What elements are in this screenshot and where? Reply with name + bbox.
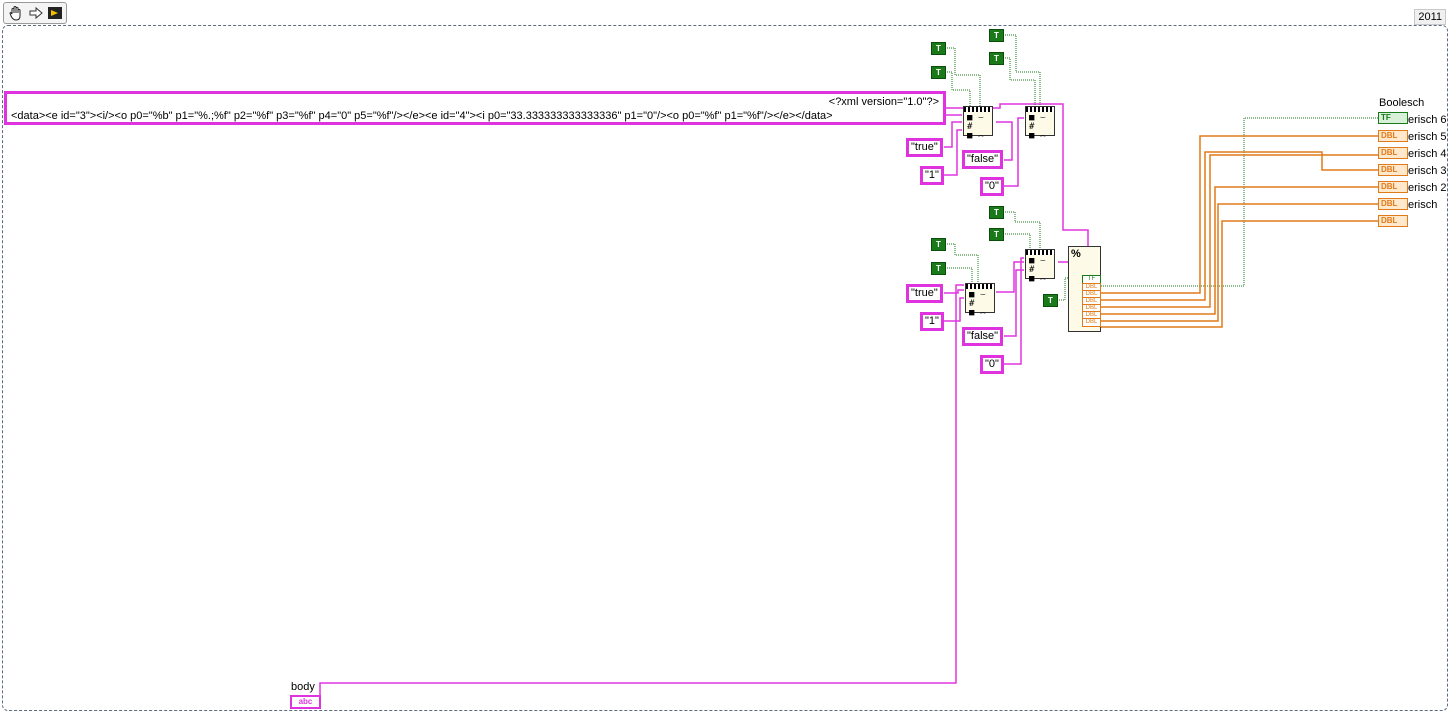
output-terminal-dbl: DBL <box>1082 318 1101 327</box>
true-constant[interactable]: T <box>989 228 1004 241</box>
string-constant-true-bottom[interactable]: "true" <box>906 284 943 303</box>
body-string-control[interactable]: abc <box>290 695 321 709</box>
xml-declaration-text: <?xml version="1.0"?> <box>828 96 939 108</box>
hand-icon[interactable] <box>7 4 25 22</box>
replace-glyph-icon: ■ ⌣ #■ ⌢ <box>1029 113 1046 141</box>
block-diagram <box>2 25 1448 711</box>
string-wire-body <box>319 284 964 702</box>
true-constant[interactable]: T <box>931 66 946 79</box>
indicator-label: erisch 2 <box>1408 182 1447 194</box>
string-constant-one-bottom[interactable]: "1" <box>920 312 944 331</box>
string-constant-false-bottom[interactable]: "false" <box>962 327 1004 346</box>
arrow-icon[interactable] <box>27 4 45 22</box>
search-replace-node[interactable]: ■ ⌣ #■ ⌢ <box>965 283 995 318</box>
toolbar-button-group <box>3 2 67 24</box>
toolbar: 2011 <box>0 0 1452 25</box>
string-constant-one-top[interactable]: "1" <box>920 166 944 185</box>
true-constant[interactable]: T <box>989 52 1004 65</box>
numeric-indicator[interactable]: DBL <box>1378 215 1408 227</box>
bulb-icon[interactable] <box>46 4 64 22</box>
string-constant-false-top[interactable]: "false" <box>962 150 1004 169</box>
true-constant[interactable]: T <box>989 206 1004 219</box>
true-constant[interactable]: T <box>1043 294 1058 307</box>
numeric-indicator[interactable]: DBL <box>1378 130 1408 142</box>
numeric-indicator[interactable]: DBL <box>1378 147 1408 159</box>
numeric-indicator[interactable]: DBL <box>1378 181 1408 193</box>
search-replace-node[interactable]: ■ ⌣ #■ ⌢ <box>1025 106 1055 141</box>
numeric-indicator[interactable]: DBL <box>1378 198 1408 210</box>
search-replace-node[interactable]: ■ ⌣ #■ ⌢ <box>963 106 993 141</box>
string-constant-zero-top[interactable]: "0" <box>980 177 1004 196</box>
indicator-label: erisch 6 <box>1408 114 1447 126</box>
string-constant-zero-bottom[interactable]: "0" <box>980 355 1004 374</box>
numeric-indicator[interactable]: DBL <box>1378 164 1408 176</box>
true-constant[interactable]: T <box>989 29 1004 42</box>
version-label: 2011 <box>1414 9 1446 25</box>
replace-glyph-icon: ■ ⌣ #■ ⌢ <box>1029 256 1046 284</box>
xml-body-text: <data><e id="3"><i/><o p0="%b" p1="%.;%f… <box>11 110 833 122</box>
indicator-header-label: Boolesch <box>1379 97 1425 109</box>
indicator-label: erisch 4 <box>1408 148 1447 160</box>
true-constant[interactable]: T <box>931 42 946 55</box>
replace-glyph-icon: ■ ⌣ #■ ⌢ <box>967 113 984 141</box>
indicator-label: erisch 3 <box>1408 165 1447 177</box>
true-constant[interactable]: T <box>931 262 946 275</box>
body-label: body <box>291 681 315 693</box>
indicator-label: erisch <box>1408 199 1438 211</box>
replace-glyph-icon: ■ ⌣ #■ ⌢ <box>969 290 986 318</box>
xml-string-constant[interactable]: <?xml version="1.0"?> <data><e id="3"><i… <box>4 91 946 125</box>
indicator-label: erisch 5 <box>1408 131 1447 143</box>
boolean-indicator[interactable]: TF <box>1378 112 1408 124</box>
search-replace-node[interactable]: ■ ⌣ #■ ⌢ <box>1025 249 1055 284</box>
percent-glyph-icon: % <box>1071 248 1081 260</box>
string-wire <box>946 103 1089 246</box>
true-constant[interactable]: T <box>931 238 946 251</box>
scan-from-string-node[interactable]: % TF DBL DBL DBL DBL DBL DBL <box>1068 246 1101 332</box>
string-constant-true-top[interactable]: "true" <box>906 138 943 157</box>
